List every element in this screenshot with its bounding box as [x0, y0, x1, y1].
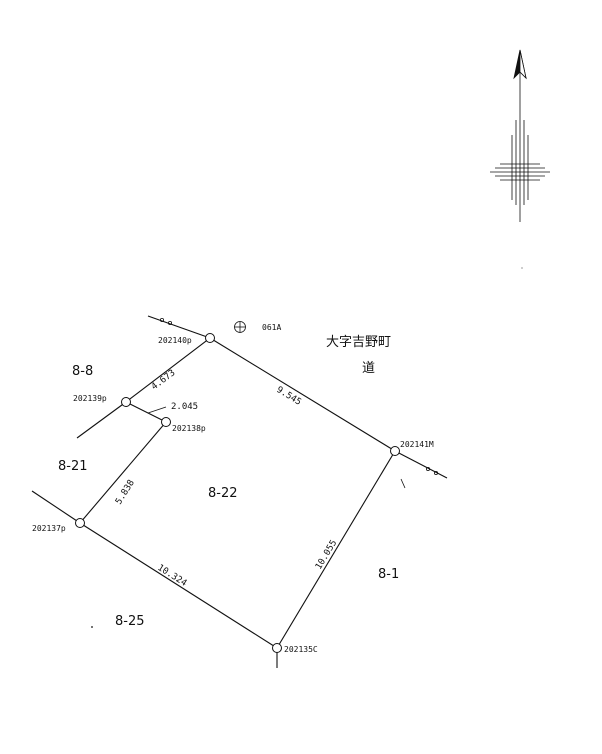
point-label-202139: 202139p	[73, 394, 107, 403]
lot-label-8-25: 8-25	[115, 614, 145, 629]
speck-mark	[521, 267, 523, 269]
lot-label-8-8: 8-8	[72, 364, 93, 379]
survey-point-202140	[205, 333, 215, 343]
dimension-10055: 10.055	[314, 539, 339, 572]
point-label-202141: 202141M	[400, 440, 434, 449]
lot-label-8-22: 8-22	[208, 486, 238, 501]
point-label-202140: 202140p	[158, 336, 192, 345]
dimension-5838: 5.838	[114, 478, 137, 506]
adjacent-boundary-lines	[31, 315, 448, 668]
benchmark-label: 061A	[262, 323, 281, 332]
point-label-202137: 202137p	[32, 524, 66, 533]
survey-point-202138	[161, 417, 171, 427]
survey-point-202139	[121, 397, 131, 407]
dimension-2045: 2.045	[171, 402, 198, 412]
parcel-boundary	[79, 337, 396, 649]
dimension-9545: 9.545	[274, 385, 302, 408]
lot-label-8-1: 8-1	[378, 567, 399, 582]
survey-point-202135	[272, 643, 282, 653]
dimension-4673: 4.673	[150, 368, 178, 392]
survey-point-202137	[75, 518, 85, 528]
survey-point-202141	[390, 446, 400, 456]
speck-mark	[91, 626, 93, 628]
dimension-10324: 10.324	[155, 563, 188, 589]
point-label-202135: 202135C	[284, 645, 318, 654]
town-label: 大字吉野町	[326, 335, 391, 350]
road-label: 道	[362, 361, 375, 376]
north-arrow-icon	[490, 49, 550, 222]
point-label-202138: 202138p	[172, 424, 206, 433]
benchmark-icon	[234, 321, 246, 333]
lot-label-8-21: 8-21	[58, 459, 88, 474]
